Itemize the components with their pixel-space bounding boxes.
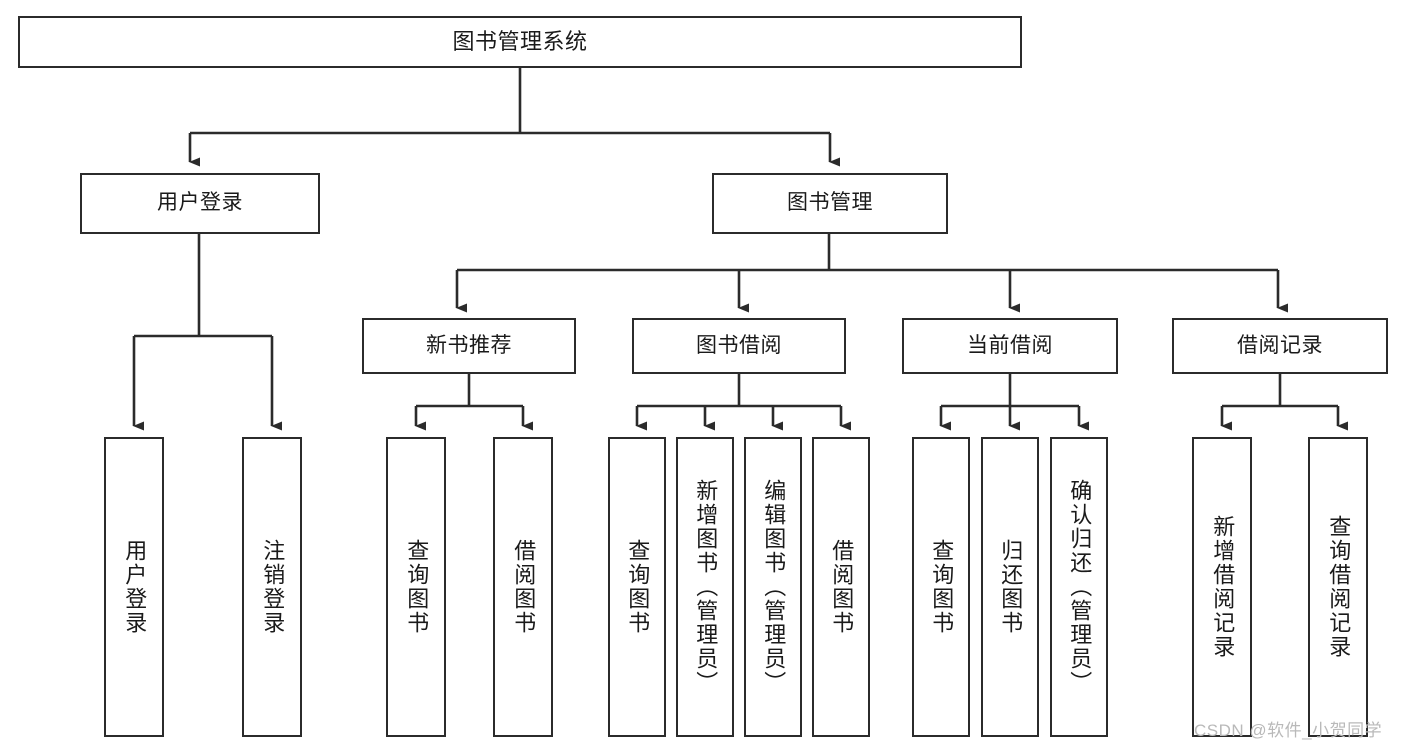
node-label: 确认归还（管理员） — [1067, 479, 1093, 695]
node-book-management[interactable]: 图书管理 — [712, 173, 948, 234]
node-label: 用户登录 — [157, 191, 243, 215]
node-label: 新增借阅记录 — [1210, 515, 1236, 659]
leaf-borrow-book[interactable]: 借阅图书 — [812, 437, 870, 737]
node-label: 借阅图书 — [511, 539, 537, 635]
node-label: 新增图书（管理员） — [693, 479, 719, 695]
node-label: 注销登录 — [260, 539, 286, 635]
node-label: 编辑图书（管理员） — [761, 479, 787, 695]
node-label: 查询图书 — [625, 539, 651, 635]
node-label: 查询图书 — [929, 539, 955, 635]
node-label: 新书推荐 — [426, 333, 512, 357]
leaf-query-borrow-record[interactable]: 查询借阅记录 — [1308, 437, 1368, 737]
node-label: 图书管理系统 — [452, 29, 588, 55]
leaf-query-book-borrow[interactable]: 查询图书 — [608, 437, 666, 737]
node-book-borrow[interactable]: 图书借阅 — [632, 318, 846, 374]
leaf-confirm-return[interactable]: 确认归还（管理员） — [1050, 437, 1108, 737]
leaf-query-book-recommend[interactable]: 查询图书 — [386, 437, 446, 737]
csdn-watermark: CSDN @软件_小贺同学 — [1194, 721, 1383, 740]
node-label: 查询借阅记录 — [1326, 515, 1352, 659]
node-current-borrow[interactable]: 当前借阅 — [902, 318, 1118, 374]
node-label: 用户登录 — [122, 539, 148, 635]
node-label: 借阅图书 — [829, 539, 855, 635]
leaf-return-book[interactable]: 归还图书 — [981, 437, 1039, 737]
leaf-add-book[interactable]: 新增图书（管理员） — [676, 437, 734, 737]
node-label: 归还图书 — [998, 539, 1024, 635]
leaf-user-login[interactable]: 用户登录 — [104, 437, 164, 737]
leaf-edit-book[interactable]: 编辑图书（管理员） — [744, 437, 802, 737]
node-new-book-recommend[interactable]: 新书推荐 — [362, 318, 576, 374]
leaf-add-borrow-record[interactable]: 新增借阅记录 — [1192, 437, 1252, 737]
leaf-user-logout[interactable]: 注销登录 — [242, 437, 302, 737]
leaf-query-book-current[interactable]: 查询图书 — [912, 437, 970, 737]
node-root-system[interactable]: 图书管理系统 — [18, 16, 1022, 68]
node-label: 图书借阅 — [696, 333, 782, 357]
node-borrow-record[interactable]: 借阅记录 — [1172, 318, 1388, 374]
node-label: 查询图书 — [404, 539, 430, 635]
node-label: 图书管理 — [787, 191, 873, 215]
node-label: 当前借阅 — [967, 333, 1053, 357]
leaf-borrow-book-recommend[interactable]: 借阅图书 — [493, 437, 553, 737]
node-label: 借阅记录 — [1237, 333, 1323, 357]
node-user-login[interactable]: 用户登录 — [80, 173, 320, 234]
